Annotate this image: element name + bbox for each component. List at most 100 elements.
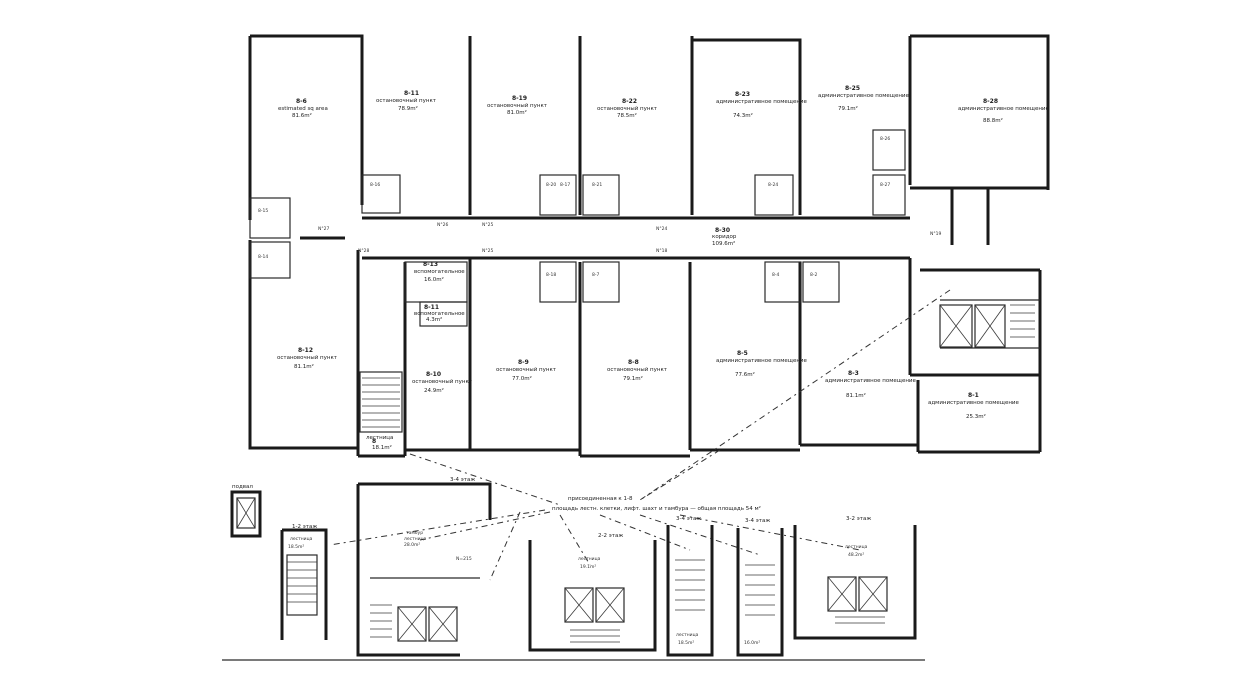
room-3-area: 78.5m² [617, 112, 637, 119]
axis-mark-2: N°25 [482, 222, 493, 228]
floor-32-label: 3-2 этаж [846, 516, 871, 522]
room-17-area: 18.1m² [372, 444, 392, 451]
leader-lines [329, 289, 951, 581]
stair-e-label: лестница [845, 545, 868, 550]
room-15-no: 8-13 [423, 261, 438, 268]
room-9-area: 77.0m² [512, 375, 532, 382]
small-room-5: 8-21 [592, 182, 602, 188]
room-0-area: 81.6m² [292, 112, 312, 119]
room-12-area: 81.1m² [846, 392, 866, 399]
axis-marks: N°27 N°26 N°25 N°28 N°25 N°18 N°24 N°19 [318, 222, 941, 254]
room-5-no: 8-25 [845, 85, 860, 92]
room-3-no: 8-22 [622, 98, 637, 105]
small-room-9: 8-18 [546, 272, 556, 278]
area-b-label: 28.0m² [404, 542, 420, 548]
detail-floor-12 [280, 528, 328, 640]
dims-a-label: N=215 [456, 556, 472, 562]
detail-floor-34a [356, 482, 492, 657]
room-0-name: estimated sq area [278, 106, 328, 112]
room-5-area: 79.1m² [838, 105, 858, 112]
small-room-4: 8-20 [546, 182, 556, 188]
floor-34c-label: 3-4 этаж [745, 518, 770, 524]
room-1-area: 78.9m² [398, 105, 418, 112]
small-room-11: 8-4 [772, 272, 779, 278]
detail-labels: присоединенная к 1-8 площадь лестн. клет… [232, 477, 871, 646]
room-12-name: административное помещение [825, 378, 916, 384]
room-4-no: 8-23 [735, 91, 750, 98]
axis-mark-1: N°26 [437, 222, 448, 228]
room-14-name: коридор [712, 234, 737, 240]
detail-floor-22 [528, 540, 657, 652]
room-16-no: 8-11 [424, 304, 439, 311]
detail-basement [230, 490, 262, 538]
sanitary-cells [249, 129, 906, 327]
axis-mark-3: N°28 [358, 248, 369, 254]
room-16-area: 4.3m² [426, 316, 442, 323]
room-13-area: 25.3m² [966, 413, 986, 420]
detail-floor-34b [666, 525, 714, 657]
room-1-no: 8-11 [404, 90, 419, 97]
small-room-7: 8-27 [880, 182, 890, 188]
callout-sub: площадь лестн. клетки, лифт. шахт и тамб… [552, 505, 761, 512]
hall-a-label: тамбур [406, 530, 423, 536]
axis-mark-4: N°25 [482, 248, 493, 254]
area-a-label: 18.5m² [288, 544, 304, 550]
room-14-area: 109.6m² [712, 240, 735, 247]
room-7-no: 8-12 [298, 347, 313, 354]
room-2-area: 81.0m² [507, 109, 527, 116]
small-room-6: 8-24 [768, 182, 778, 188]
axis-mark-0: N°27 [318, 226, 329, 232]
small-room-2: 8-16 [370, 182, 380, 188]
room-9-name: остановочный пункт [496, 366, 557, 373]
small-room-12: 8-7 [592, 272, 599, 278]
room-5-name: административное помещение [818, 93, 909, 99]
axis-mark-7: N°19 [930, 231, 941, 237]
axis-mark-6: N°24 [656, 226, 667, 232]
small-room-1: 8-14 [258, 254, 268, 260]
room-8-no: 8-10 [426, 371, 441, 378]
room-8-name: остановочный пункт [412, 378, 473, 385]
room-17-no: 8 [372, 438, 376, 445]
floor-22-label: 2-2 этаж [598, 533, 623, 539]
small-room-3: 8-17 [560, 182, 570, 188]
room-15-area: 16.0m² [424, 276, 444, 283]
room-0-no: 8-6 [296, 98, 307, 105]
small-room-0: 8-15 [258, 208, 268, 214]
basement-label: подвал [232, 484, 253, 490]
room-13-name: административное помещение [928, 400, 1019, 406]
room-17-name: лестница [366, 435, 393, 441]
room-9-no: 8-9 [518, 359, 529, 366]
room-8-area: 24.9m² [424, 387, 444, 394]
room-11-name: административное помещение [716, 358, 807, 364]
room-10-area: 79.1m² [623, 375, 643, 382]
room-10-name: остановочный пункт [607, 366, 668, 373]
room-16-name: вспомогательное [414, 311, 465, 317]
main-floor-walls [248, 34, 1050, 458]
room-4-name: административное помещение [716, 99, 807, 105]
room-1-name: остановочный пункт [376, 97, 437, 104]
room-6-no: 8-28 [983, 98, 998, 105]
room-4-area: 74.3m² [733, 112, 753, 119]
area-e-label: 48.2m² [848, 552, 864, 558]
area-d-label: 18.5m² [678, 640, 694, 646]
area-f-label: 16.0m² [744, 640, 760, 646]
axis-mark-5: N°18 [656, 248, 667, 254]
room-12-no: 8-3 [848, 370, 859, 377]
floor-34a-label: 3-4 этаж [450, 477, 475, 483]
small-room-8: 8-26 [880, 136, 890, 142]
room-labels: 8-6 estimated sq area 81.6m² 8-11 остано… [277, 85, 1049, 451]
room-3-name: остановочный пункт [597, 105, 658, 112]
room-2-no: 8-19 [512, 95, 527, 102]
room-11-area: 77.6m² [735, 371, 755, 378]
stair-a-label: лестница [290, 537, 313, 542]
small-room-labels: 8-15 8-14 8-16 8-17 8-20 8-21 8-24 8-27 … [258, 136, 890, 278]
room-2-name: остановочный пункт [487, 102, 548, 109]
room-10-no: 8-8 [628, 359, 639, 366]
stair-d-label: лестница [676, 633, 699, 638]
room-6-name: административное помещение [958, 106, 1049, 112]
room-15-name: вспомогательное [414, 269, 465, 275]
detail-floor-32 [793, 525, 917, 640]
room-7-name: остановочный пункт [277, 354, 338, 361]
small-room-10: 8-2 [810, 272, 817, 278]
